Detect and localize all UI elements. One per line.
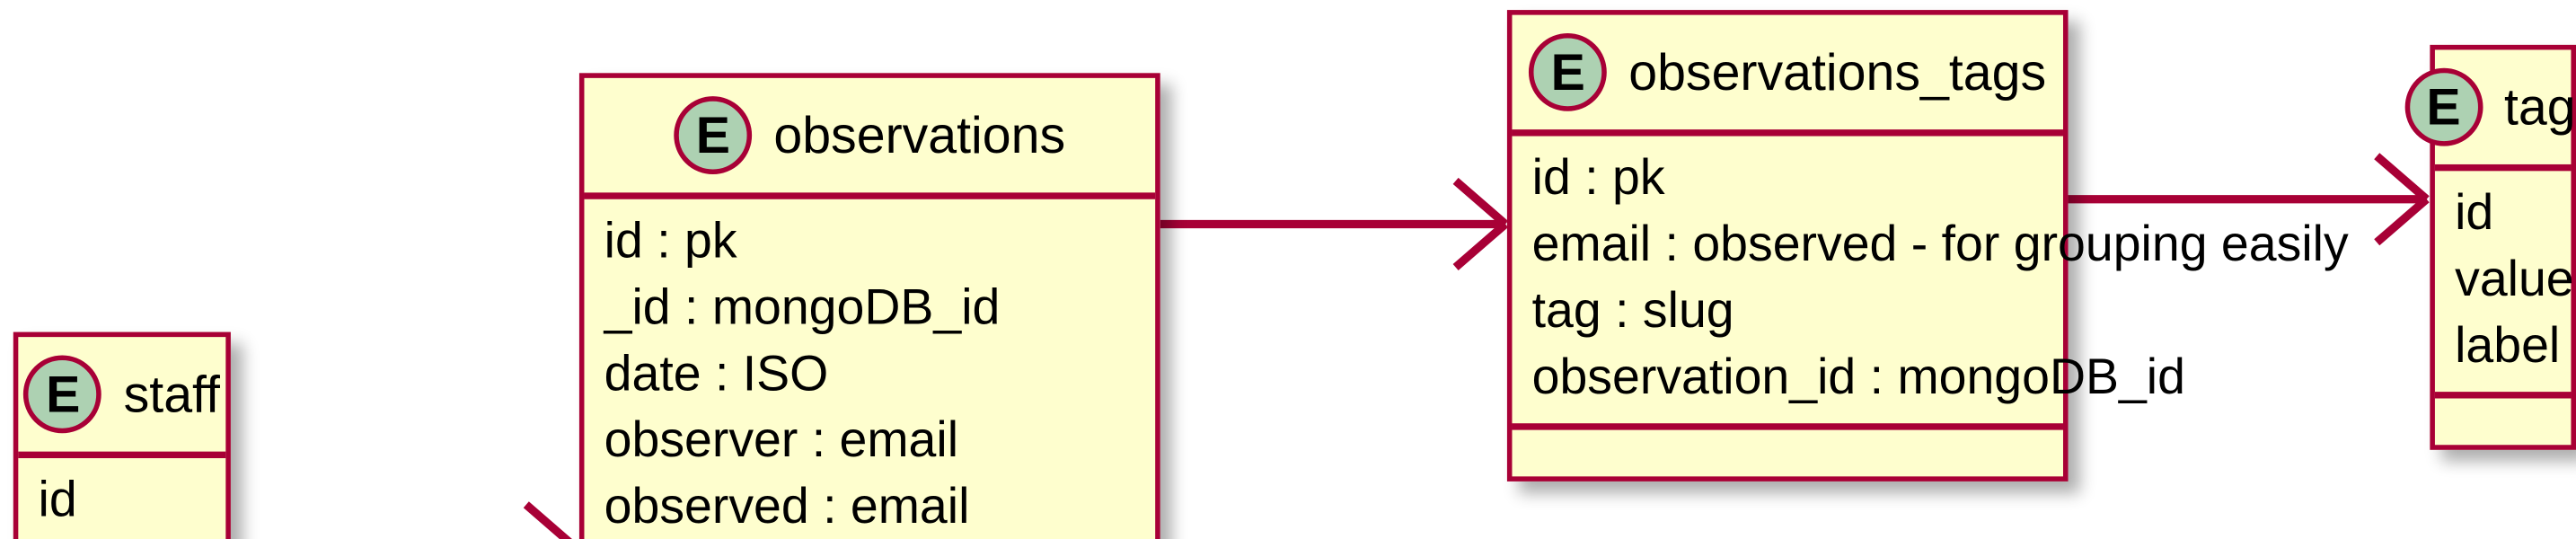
crows-foot-lower [2374, 196, 2430, 246]
entity-tags-footer [2435, 398, 2572, 445]
crows-foot-upper [1452, 177, 1509, 227]
attribute-row: id [38, 473, 77, 528]
entity-observations-header: E observations [584, 78, 1156, 199]
entity-staff-title: staff [123, 365, 220, 424]
attribute-row: email [39, 535, 209, 539]
entity-tags-header: E tags [2404, 49, 2576, 172]
crows-foot-upper [2374, 153, 2430, 203]
attribute-row: value [2455, 252, 2574, 307]
entity-observations[interactable]: E observations id : pk _id : mongoDB_id … [578, 73, 1160, 539]
entity-observations-tags[interactable]: E observations_tags id : pk email : obse… [1506, 10, 2349, 482]
relationship-observations-tags-tags[interactable] [2068, 133, 2434, 266]
attribute-row: observation_id : mongoDB_id [1531, 349, 2185, 405]
entity-observations-tags-footer [1512, 429, 2063, 476]
entity-staff-header: E staff [18, 337, 226, 459]
attribute-row: label [2455, 318, 2561, 374]
relationship-observations-observations-tags[interactable] [1160, 158, 1513, 291]
entity-observations-tags-attributes: id : pk email : observed - for grouping … [1512, 137, 2349, 429]
entity-observations-title: observations [773, 106, 1066, 164]
entity-stereotype-icon: E [674, 96, 753, 175]
entity-stereotype-icon: E [2404, 67, 2483, 146]
entity-tags[interactable]: E tags id value label [2404, 44, 2576, 450]
crows-foot-upper [523, 501, 572, 539]
attribute-row: id : pk [604, 214, 737, 270]
entity-staff[interactable]: E staff id email displayName [13, 331, 231, 539]
entity-tags-attributes: id value label [2434, 171, 2574, 398]
entity-staff-attributes: id email displayName [18, 458, 225, 539]
attribute-row: tag : slug [1531, 283, 1734, 339]
attribute-row: email : observed - for grouping easily [1531, 216, 2349, 272]
entity-stereotype-icon: E [1529, 32, 1608, 111]
attribute-row: id : pk [1531, 151, 1665, 207]
attribute-row: _id : mongoDB_id [604, 280, 1001, 336]
attribute-row: id [2455, 185, 2494, 241]
entity-observations-tags-header: E observations_tags [1512, 15, 2063, 137]
relationship-staff-observations[interactable] [231, 482, 583, 539]
entity-stereotype-icon: E [23, 355, 102, 434]
attribute-row: date : ISO [604, 346, 829, 402]
entity-tags-title: tags [2503, 77, 2576, 137]
crows-foot-lower [1452, 220, 1509, 271]
entity-observations-tags-title: observations_tags [1628, 43, 2047, 102]
attribute-row: observer : email [604, 412, 959, 468]
attribute-row: observed : email [604, 479, 970, 535]
entity-observations-attributes: id : pk _id : mongoDB_id date : ISO obse… [584, 199, 1155, 539]
